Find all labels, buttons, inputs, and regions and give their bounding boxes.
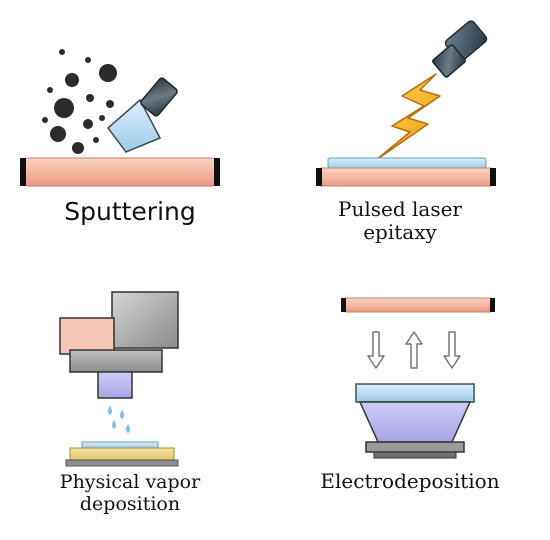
arrow-down-icon: [367, 331, 385, 369]
electrode-top: [343, 297, 493, 313]
sputtering-substrate: [21, 157, 219, 187]
substrate-right-clamp: [490, 168, 496, 186]
substrate-left-clamp: [20, 158, 26, 186]
substrate-right-clamp: [214, 158, 220, 186]
caption-line: deposition: [79, 492, 181, 515]
pulsed-laser-illustration: [316, 20, 496, 187]
pvd-nozzle: [97, 371, 133, 399]
caption-line: epitaxy: [363, 220, 437, 244]
pvd-source-salmon: [59, 317, 115, 355]
pulsed-laser-film: [327, 157, 487, 169]
substrate-left-clamp: [316, 168, 322, 186]
caption-line: Physical vapor: [59, 471, 201, 493]
laser-source: [432, 20, 488, 78]
pvd-stage: [65, 459, 179, 467]
sputter-gun: [106, 77, 178, 153]
electrode-right-clamp: [490, 298, 495, 312]
bath-foot: [373, 451, 457, 459]
arrow-up-icon: [405, 331, 423, 369]
bath-base: [365, 441, 465, 453]
arrow-down-icon: [443, 331, 461, 369]
ion-flow-arrows: [367, 331, 461, 369]
laser-bolt-icon: [375, 73, 441, 161]
electrolyte-bath: [358, 401, 472, 443]
pvd-illustration: [59, 291, 179, 467]
pvd-substrate: [69, 447, 175, 461]
caption-pulsed-laser-epitaxy: Pulsed laser epitaxy: [300, 198, 500, 244]
sputtering-illustration: [20, 49, 220, 187]
pvd-film: [81, 441, 159, 449]
electrodeposition-illustration: [341, 297, 495, 459]
vapor-droplets: [108, 406, 130, 433]
caption-electrodeposition: Electrodeposition: [300, 470, 520, 493]
caption-line: Pulsed laser: [338, 197, 462, 221]
pvd-chamber-large: [111, 291, 179, 349]
pulsed-laser-substrate: [317, 167, 495, 187]
electrolyte-surface: [355, 383, 475, 403]
caption-sputtering: Sputtering: [30, 197, 230, 227]
electrode-left-clamp: [341, 298, 346, 312]
caption-physical-vapor-deposition: Physical vapor deposition: [20, 471, 240, 516]
caption-line: Sputtering: [64, 197, 196, 226]
caption-line: Electrodeposition: [320, 469, 500, 493]
pvd-chamber-base: [69, 349, 163, 373]
sputtered-particles: [42, 49, 117, 154]
